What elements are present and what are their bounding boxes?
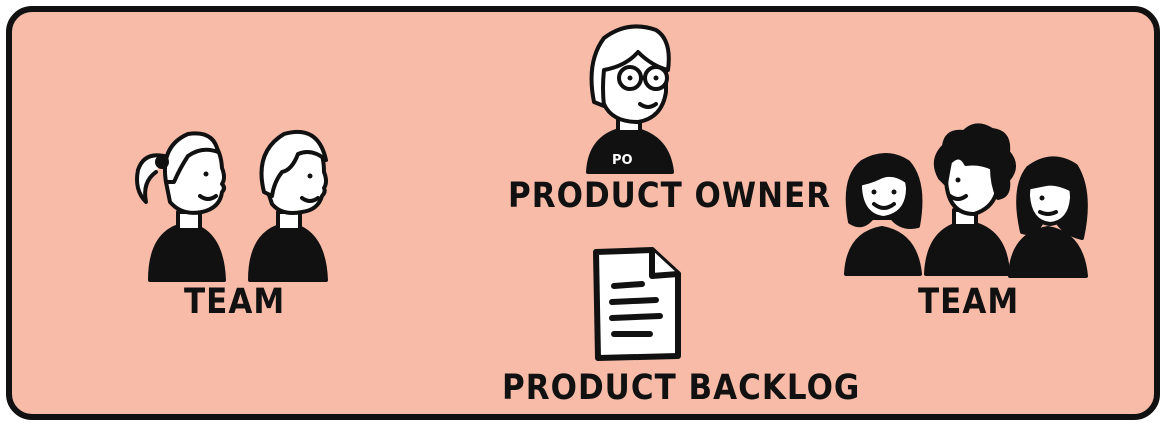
person-short-hair-icon — [248, 129, 328, 282]
product-backlog-label: PRODUCT BACKLOG — [502, 367, 861, 409]
person-curly-hair-icon — [924, 123, 1016, 276]
person-dark-hair-icon — [844, 153, 923, 276]
document-icon — [593, 247, 681, 361]
product-owner-label: PRODUCT OWNER — [508, 175, 832, 217]
person-long-hair-icon — [1008, 156, 1088, 278]
diagram-frame: TEAM PO PRODUCT OWNER PRODUCT BACKLOG — [6, 6, 1160, 420]
po-badge: PO — [612, 153, 633, 168]
person-ponytail-icon — [135, 131, 226, 282]
right-team-label: TEAM — [918, 281, 1020, 323]
left-team-label: TEAM — [184, 281, 286, 323]
product-owner-icon: PO — [586, 24, 674, 174]
left-team-icon — [135, 129, 328, 282]
right-team-icon — [844, 123, 1088, 278]
